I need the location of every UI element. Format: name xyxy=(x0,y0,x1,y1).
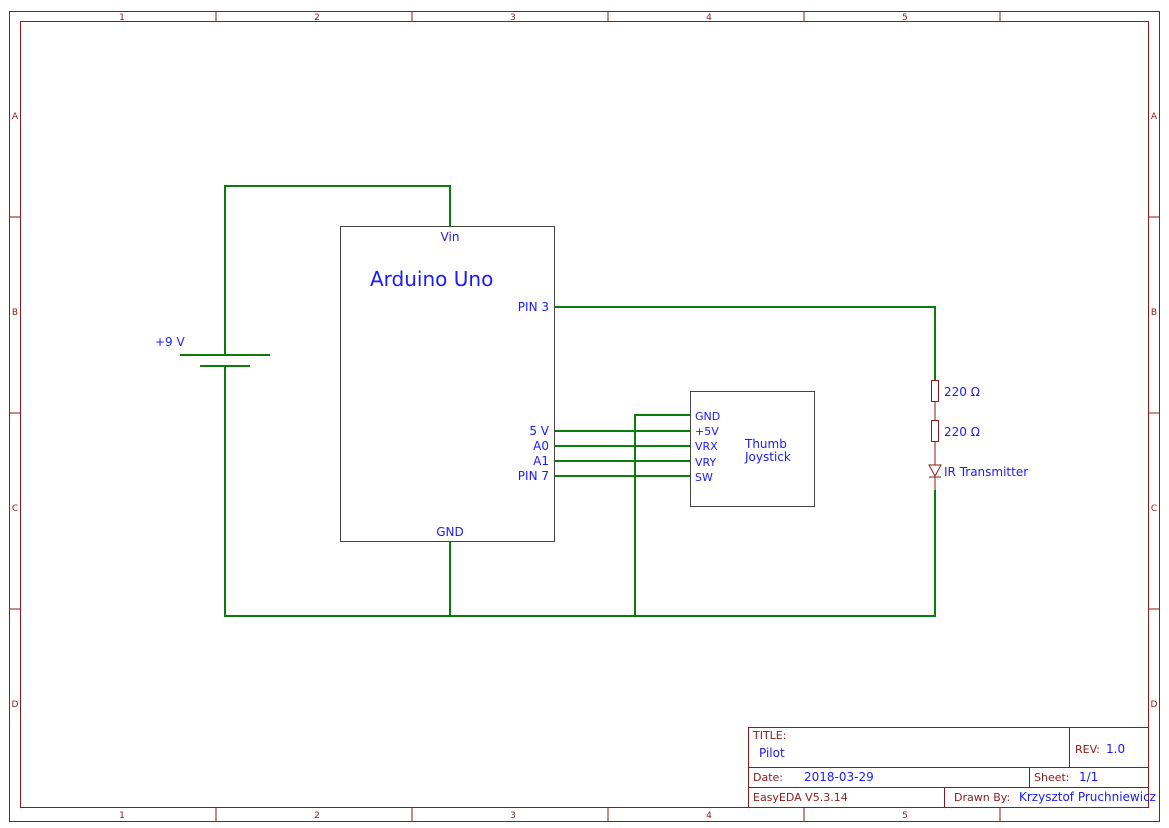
rev-label: REV: xyxy=(1075,743,1100,756)
arduino-uno-component[interactable] xyxy=(340,226,555,542)
pin-label-pin3: PIN 3 xyxy=(518,300,549,314)
column-label: 4 xyxy=(706,13,712,23)
row-label: B xyxy=(1151,308,1157,318)
row-label: A xyxy=(12,112,19,122)
pin-label-pin7: PIN 7 xyxy=(518,469,549,483)
joystick-pin-vry: VRY xyxy=(695,456,716,469)
wires xyxy=(224,185,936,617)
date-value: 2018-03-29 xyxy=(804,770,874,784)
resistor-r2-label: 220 Ω xyxy=(944,425,980,439)
column-label: 3 xyxy=(510,13,516,23)
thumb-joystick-component[interactable] xyxy=(690,391,815,507)
joystick-name-line2: Joystick xyxy=(744,450,791,464)
row-label: B xyxy=(12,308,18,318)
joystick-pin-gnd: GND xyxy=(695,410,720,423)
battery-label: +9 V xyxy=(155,335,186,349)
pin-label-a1: A1 xyxy=(533,454,549,468)
sheet-label: Sheet: xyxy=(1034,771,1070,784)
title-block xyxy=(748,727,1149,808)
rev-value: 1.0 xyxy=(1106,742,1125,756)
drawing-frame: 1 2 3 4 5 1 2 3 4 5 A B C D A B C D xyxy=(9,11,1160,822)
row-label: C xyxy=(1151,504,1157,514)
date-label: Date: xyxy=(753,771,783,784)
column-label: 5 xyxy=(902,811,908,821)
joystick-pin-5v: +5V xyxy=(695,425,719,438)
joystick-pin-vrx: VRX xyxy=(695,440,718,453)
row-label: D xyxy=(12,700,19,710)
arduino-name: Arduino Uno xyxy=(370,267,493,291)
sheet-value: 1/1 xyxy=(1079,770,1098,784)
software-version: EasyEDA V5.3.14 xyxy=(753,791,848,804)
joystick-pin-sw: SW xyxy=(695,471,713,484)
drawing-title: Pilot xyxy=(759,746,785,760)
wire-ground-bus[interactable] xyxy=(224,366,936,617)
ir-led-label: IR Transmitter xyxy=(944,465,1028,479)
drawn-by-label: Drawn By: xyxy=(954,791,1010,804)
wire-pin3-to-resistor[interactable] xyxy=(555,306,936,380)
pin-label-a0: A0 xyxy=(533,439,549,453)
pin-label-vin: Vin xyxy=(441,230,460,244)
column-label: 1 xyxy=(119,13,125,23)
row-label: D xyxy=(1151,700,1158,710)
column-label: 4 xyxy=(706,811,712,821)
resistor-r1[interactable] xyxy=(931,380,939,402)
column-label: 2 xyxy=(314,13,320,23)
wire-joystick-gnd[interactable] xyxy=(634,414,690,616)
pin-label-5v: 5 V xyxy=(529,424,549,438)
row-label: A xyxy=(1151,112,1158,122)
battery-symbol[interactable] xyxy=(180,354,270,367)
column-label: 5 xyxy=(902,13,908,23)
column-label: 1 xyxy=(119,811,125,821)
row-label: C xyxy=(12,504,18,514)
column-label: 3 xyxy=(510,811,516,821)
wire-battery-to-vin[interactable] xyxy=(224,185,451,355)
column-label: 2 xyxy=(314,811,320,821)
ir-led-symbol[interactable] xyxy=(928,464,942,490)
pin-label-gnd: GND xyxy=(436,525,464,539)
resistor-r2[interactable] xyxy=(931,420,939,442)
drawn-by-value: Krzysztof Pruchniewicz xyxy=(1019,790,1156,804)
joystick-name-line1: Thumb xyxy=(744,437,787,451)
title-label: TITLE: xyxy=(752,729,786,742)
resistor-r1-label: 220 Ω xyxy=(944,385,980,399)
